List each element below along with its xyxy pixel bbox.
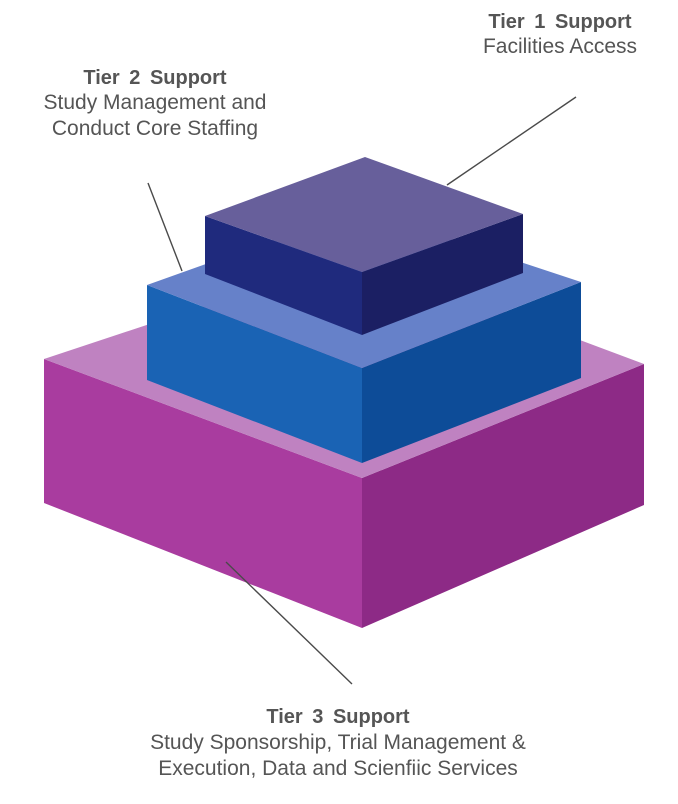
tier1-block-top-face (205, 157, 523, 272)
tier2-block-left-face (147, 285, 362, 463)
tier2-description-line: Study Management and (43, 91, 267, 115)
tier1-block-right-face (362, 214, 523, 335)
tier2-label: Tier 2 Support Study Management and Cond… (0, 66, 310, 142)
tier2-leader-line (147, 182, 183, 272)
tier1-title: Tier 1 Support (488, 11, 632, 33)
tier2-title: Tier 2 Support (83, 67, 227, 89)
tier2-description-line: Conduct Core Staffing (51, 117, 259, 140)
tier1-block (205, 157, 523, 335)
tier2-block-right-face (362, 282, 581, 463)
tier1-block-left-face (205, 216, 362, 335)
tier3-label: Tier 3 Support Study Sponsorship, Trial … (108, 705, 568, 783)
tier1-label: Tier 1 Support Facilities Access (460, 10, 660, 60)
tier3-title: Tier 3 Support (266, 706, 410, 728)
tier3-block-left-face (44, 359, 362, 628)
tier3-description-line: Execution, Data and Scienfiic Services (158, 757, 518, 781)
tier1-leader-line (446, 96, 577, 186)
tier1-description-line: Facilities Access (482, 35, 638, 59)
tier3-description-line: Study Sponsorship, Trial Management & (150, 731, 526, 754)
tier3-leader-line (225, 561, 353, 685)
tier3-block-right-face (362, 364, 644, 628)
